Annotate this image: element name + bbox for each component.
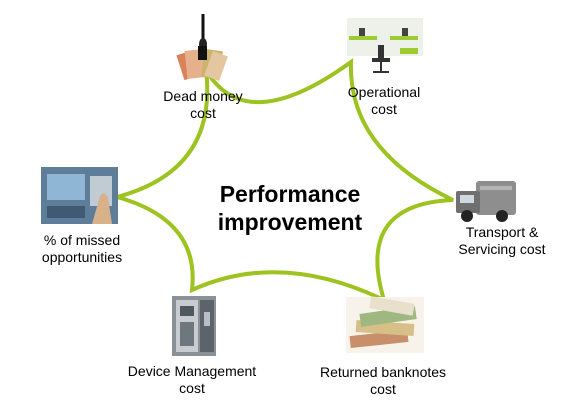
- money-noose-icon: [176, 14, 228, 81]
- center-title-line2: improvement: [217, 209, 363, 235]
- center-title-line1: Performance: [219, 181, 361, 207]
- office-desk-icon: [347, 18, 423, 73]
- armored-truck-icon: [456, 181, 516, 222]
- returned-banknotes-cost-label: Returned banknotes cost: [319, 364, 447, 397]
- transport-servicing-cost-label: Transport & Servicing cost: [458, 224, 546, 257]
- dead-money-cost-label: Dead money cost: [163, 88, 243, 121]
- center-title: Performance improvement: [170, 180, 410, 236]
- atm-open-cabinet-icon: [172, 296, 216, 356]
- device-management-cost-label: Device Management cost: [127, 363, 257, 396]
- banknote-stack-icon: [346, 296, 424, 353]
- missed-opportunities-label: % of missed opportunities: [41, 232, 123, 265]
- operational-cost-label: Operational cost: [347, 84, 421, 117]
- atm-hand-icon: [41, 167, 118, 224]
